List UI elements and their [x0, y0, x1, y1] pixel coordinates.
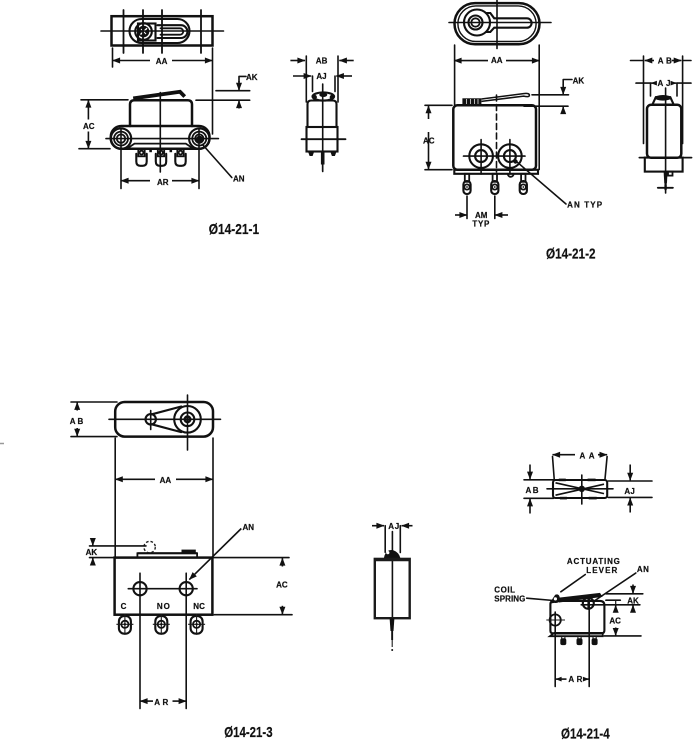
svg-text:AK: AK — [246, 73, 258, 82]
svg-text:LEVER: LEVER — [586, 566, 617, 575]
svg-text:COIL: COIL — [494, 586, 515, 595]
svg-text:AN: AN — [637, 565, 649, 574]
svg-text:AC: AC — [609, 617, 621, 626]
svg-text:AA: AA — [160, 476, 172, 485]
svg-text:AK: AK — [573, 77, 585, 86]
svg-text:AC: AC — [423, 136, 435, 145]
svg-text:AJ: AJ — [624, 487, 634, 496]
svg-text:AC: AC — [276, 581, 288, 590]
svg-text:C: C — [121, 602, 127, 611]
svg-text:Ø14-21-3: Ø14-21-3 — [224, 724, 272, 741]
svg-text:AC: AC — [83, 122, 95, 131]
svg-text:AN: AN — [233, 175, 245, 184]
svg-text:AA: AA — [491, 56, 503, 65]
svg-text:SPRING: SPRING — [494, 595, 525, 604]
svg-text:AA: AA — [156, 57, 168, 66]
svg-text:AB: AB — [526, 486, 539, 495]
svg-text:Ø14-21-2: Ø14-21-2 — [546, 246, 596, 263]
svg-text:AN: AN — [243, 523, 255, 532]
svg-text:TYP: TYP — [472, 220, 490, 229]
svg-text:Ø14-21-4: Ø14-21-4 — [561, 726, 610, 741]
svg-text:AB: AB — [70, 417, 84, 426]
svg-text:AJ: AJ — [388, 522, 399, 531]
svg-text:AR: AR — [157, 178, 169, 187]
svg-text:Ø14-21-1: Ø14-21-1 — [209, 221, 259, 238]
svg-text:AB: AB — [316, 57, 328, 66]
svg-text:AK: AK — [627, 596, 639, 605]
svg-text:NO: NO — [157, 602, 170, 611]
svg-text:AK: AK — [86, 548, 98, 557]
svg-text:AJ: AJ — [316, 72, 326, 81]
svg-text:ACTUATING: ACTUATING — [567, 557, 620, 566]
svg-text:AN TYP: AN TYP — [567, 201, 603, 210]
svg-text:NC: NC — [193, 602, 205, 611]
svg-text:AM: AM — [475, 211, 488, 220]
